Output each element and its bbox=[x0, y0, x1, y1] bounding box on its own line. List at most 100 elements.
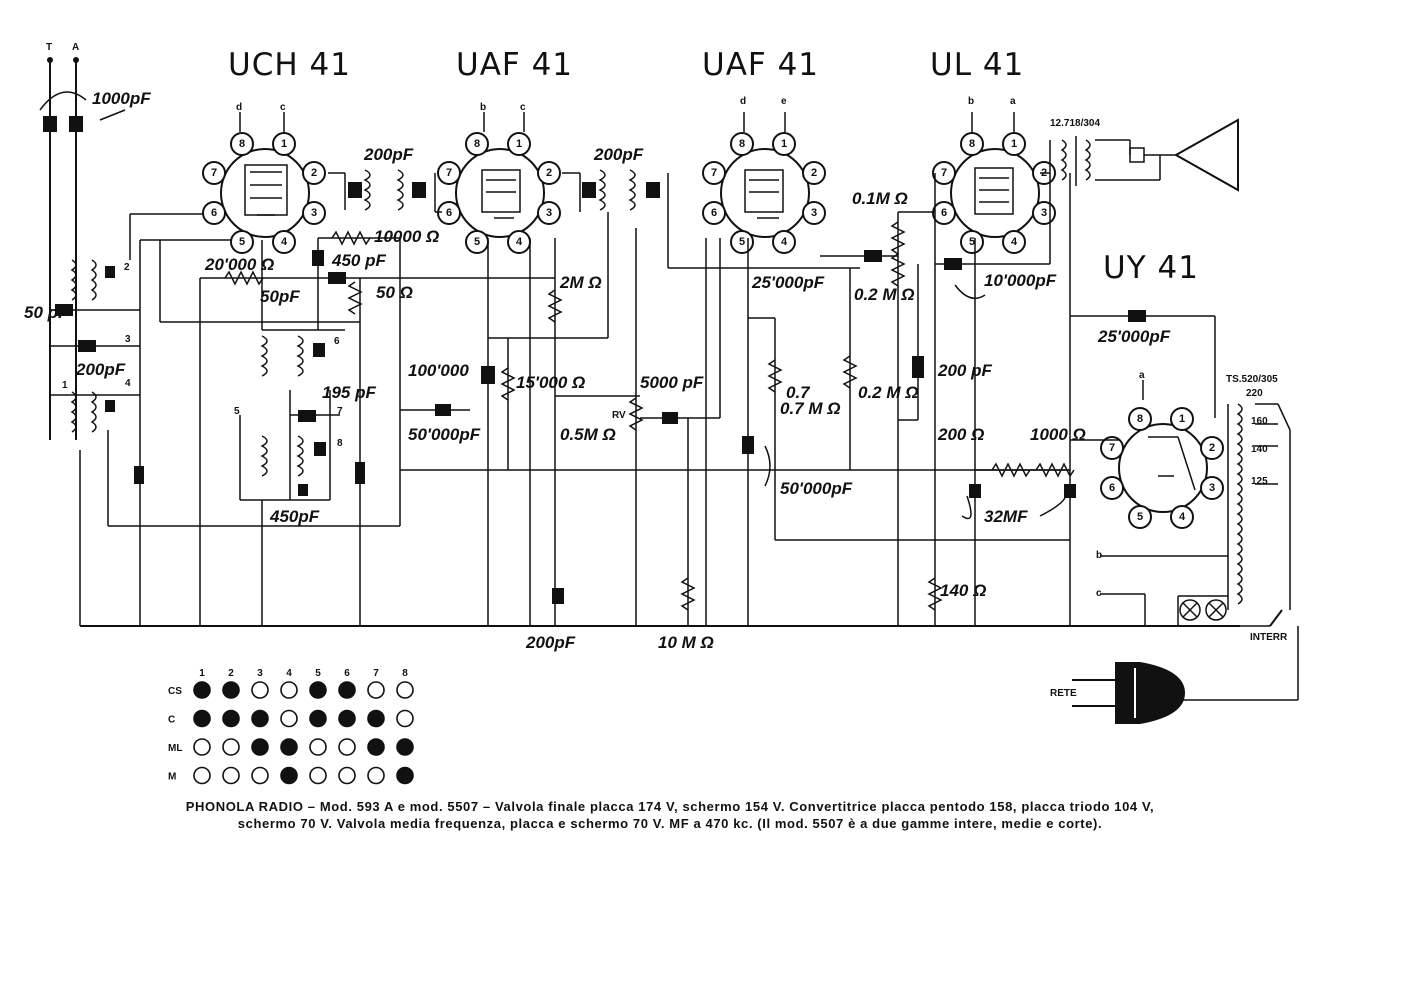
contact-open-dot bbox=[280, 709, 298, 728]
if-stage-wiring bbox=[400, 169, 1070, 626]
pin-number: 4 bbox=[516, 236, 523, 248]
uaf41-second-pin: 1 bbox=[772, 132, 796, 156]
tap-140-label: 140 bbox=[1251, 444, 1268, 455]
pin-number: 1 bbox=[281, 138, 287, 150]
contact-open-dot bbox=[338, 738, 356, 756]
caption-line-2: schermo 70 V. Valvola media frequenza, p… bbox=[237, 816, 1103, 831]
uaf41-second-pin: 7 bbox=[702, 161, 726, 185]
tube-title-uch41: UCH 41 bbox=[228, 47, 351, 83]
res-140-label: 140 Ω bbox=[940, 581, 986, 600]
switch-column-header: 7 bbox=[373, 668, 379, 679]
tap-220-label: 220 bbox=[1246, 388, 1263, 399]
transformer-code-label: 12.718/304 bbox=[1050, 118, 1100, 129]
contact-open-dot bbox=[396, 709, 414, 728]
contact-closed-dot bbox=[309, 681, 327, 699]
uch41-terminal-d: d bbox=[236, 102, 242, 113]
uy41-pin: 6 bbox=[1100, 476, 1124, 500]
cap-200pf-e-label: 200 pF bbox=[937, 361, 992, 380]
cap-50000pf-b-label: 50'000pF bbox=[780, 479, 853, 498]
uaf41b-terminal-e: e bbox=[781, 96, 787, 107]
switch-column-header: 1 bbox=[199, 668, 205, 679]
uaf41-first-pin: 1 bbox=[507, 132, 531, 156]
ul41-pin: 6 bbox=[932, 201, 956, 225]
pin-number: 3 bbox=[1209, 482, 1215, 494]
switch-column-header: 6 bbox=[344, 668, 350, 679]
res-01m-label: 0.1M Ω bbox=[852, 189, 908, 208]
contact-closed-dot bbox=[193, 681, 211, 699]
volume-control-rv-label: RV bbox=[612, 410, 626, 421]
uaf41-first-pin: 8 bbox=[465, 132, 489, 156]
cap-32mf-label: 32MF bbox=[984, 507, 1028, 526]
contact-closed-dot bbox=[222, 681, 240, 699]
contact-closed-dot bbox=[280, 766, 298, 785]
contact-closed-dot bbox=[222, 709, 240, 728]
pin-number: 6 bbox=[446, 207, 452, 219]
interr-label: INTERR bbox=[1250, 632, 1288, 643]
cap-50pf-left-label: 50 pF bbox=[24, 303, 69, 322]
switch-column-header: 3 bbox=[257, 668, 263, 679]
contact-open-dot bbox=[280, 681, 298, 699]
uch41-terminal-c: c bbox=[280, 102, 286, 113]
tube-title-uy41: UY 41 bbox=[1103, 250, 1199, 286]
contact-closed-dot bbox=[396, 738, 414, 756]
pin-number: 6 bbox=[711, 207, 717, 219]
res-50-label: 50 Ω bbox=[376, 283, 413, 302]
uch41-pin: 7 bbox=[202, 161, 226, 185]
uy41-pin: 2 bbox=[1200, 436, 1224, 460]
pin-number: 3 bbox=[546, 207, 552, 219]
cap-195pf-label: 195 pF bbox=[322, 383, 376, 402]
res-10000-label: 10000 Ω bbox=[374, 227, 439, 246]
cap-10000pf-label: 10'000pF bbox=[984, 271, 1057, 290]
pin-number: 8 bbox=[474, 138, 480, 150]
pin-number: 2 bbox=[1209, 442, 1215, 454]
caption-line-1: PHONOLA RADIO – Mod. 593 A e mod. 5507 –… bbox=[185, 799, 1155, 814]
pin-number: 7 bbox=[711, 167, 717, 179]
pin-number: 4 bbox=[1011, 236, 1018, 248]
tube-uaf41-first bbox=[455, 148, 545, 238]
ul41-pin: 3 bbox=[1032, 201, 1056, 225]
res-2m-label: 2M Ω bbox=[559, 273, 602, 292]
speaker-icon bbox=[1129, 118, 1239, 192]
pin-number: 5 bbox=[474, 236, 480, 248]
contact-open-dot bbox=[251, 766, 269, 785]
uaf41-second-pin: 4 bbox=[772, 230, 796, 254]
pin-number: 8 bbox=[1137, 413, 1143, 425]
cap-200pf-d-label: 200pF bbox=[525, 633, 576, 652]
tube-uy41 bbox=[1118, 423, 1208, 513]
uy41-terminal-a: a bbox=[1139, 370, 1145, 381]
cap-200pf-left-label: 200pF bbox=[75, 360, 126, 379]
pin-number: 5 bbox=[1137, 511, 1143, 523]
contact-open-dot bbox=[193, 738, 211, 756]
uy41-pin: 5 bbox=[1128, 505, 1152, 529]
pin-number: 1 bbox=[1011, 138, 1017, 150]
contact-closed-dot bbox=[338, 709, 356, 728]
switch-row-label: M bbox=[168, 772, 176, 783]
pin-number: 2 bbox=[546, 167, 552, 179]
switch-pos-5: 5 bbox=[234, 406, 240, 417]
res-1000-label: 1000 Ω bbox=[1030, 425, 1086, 444]
res-20000-label: 20'000 Ω bbox=[204, 255, 274, 274]
pin-number: 4 bbox=[781, 236, 788, 248]
uaf41-first-pin: 7 bbox=[437, 161, 461, 185]
uaf41-second-pin: 2 bbox=[802, 161, 826, 185]
ul41-pin: 5 bbox=[960, 230, 984, 254]
contact-closed-dot bbox=[396, 766, 414, 785]
antenna-terminals: T A bbox=[39, 42, 126, 440]
switch-pos-1: 1 bbox=[62, 380, 68, 391]
cap-50pf-a-label: 50pF bbox=[260, 287, 300, 306]
rete-label: RETE bbox=[1050, 688, 1077, 699]
cap-200pf-b-label: 200pF bbox=[593, 145, 644, 164]
af-output-wiring bbox=[742, 140, 1216, 626]
pin-number: 7 bbox=[446, 167, 452, 179]
switch-pos-8: 8 bbox=[337, 438, 343, 449]
antenna-label-a: A bbox=[72, 42, 79, 53]
pin-number: 4 bbox=[1179, 511, 1186, 523]
tube-title-ul41: UL 41 bbox=[930, 47, 1024, 83]
res-05m-label: 0.5M Ω bbox=[560, 425, 616, 444]
pin-number: 7 bbox=[1109, 442, 1115, 454]
cap-25000pf-a-label: 25'000pF bbox=[751, 273, 825, 292]
switch-column-header: 8 bbox=[402, 668, 408, 679]
mains-plug-icon bbox=[1072, 662, 1185, 724]
